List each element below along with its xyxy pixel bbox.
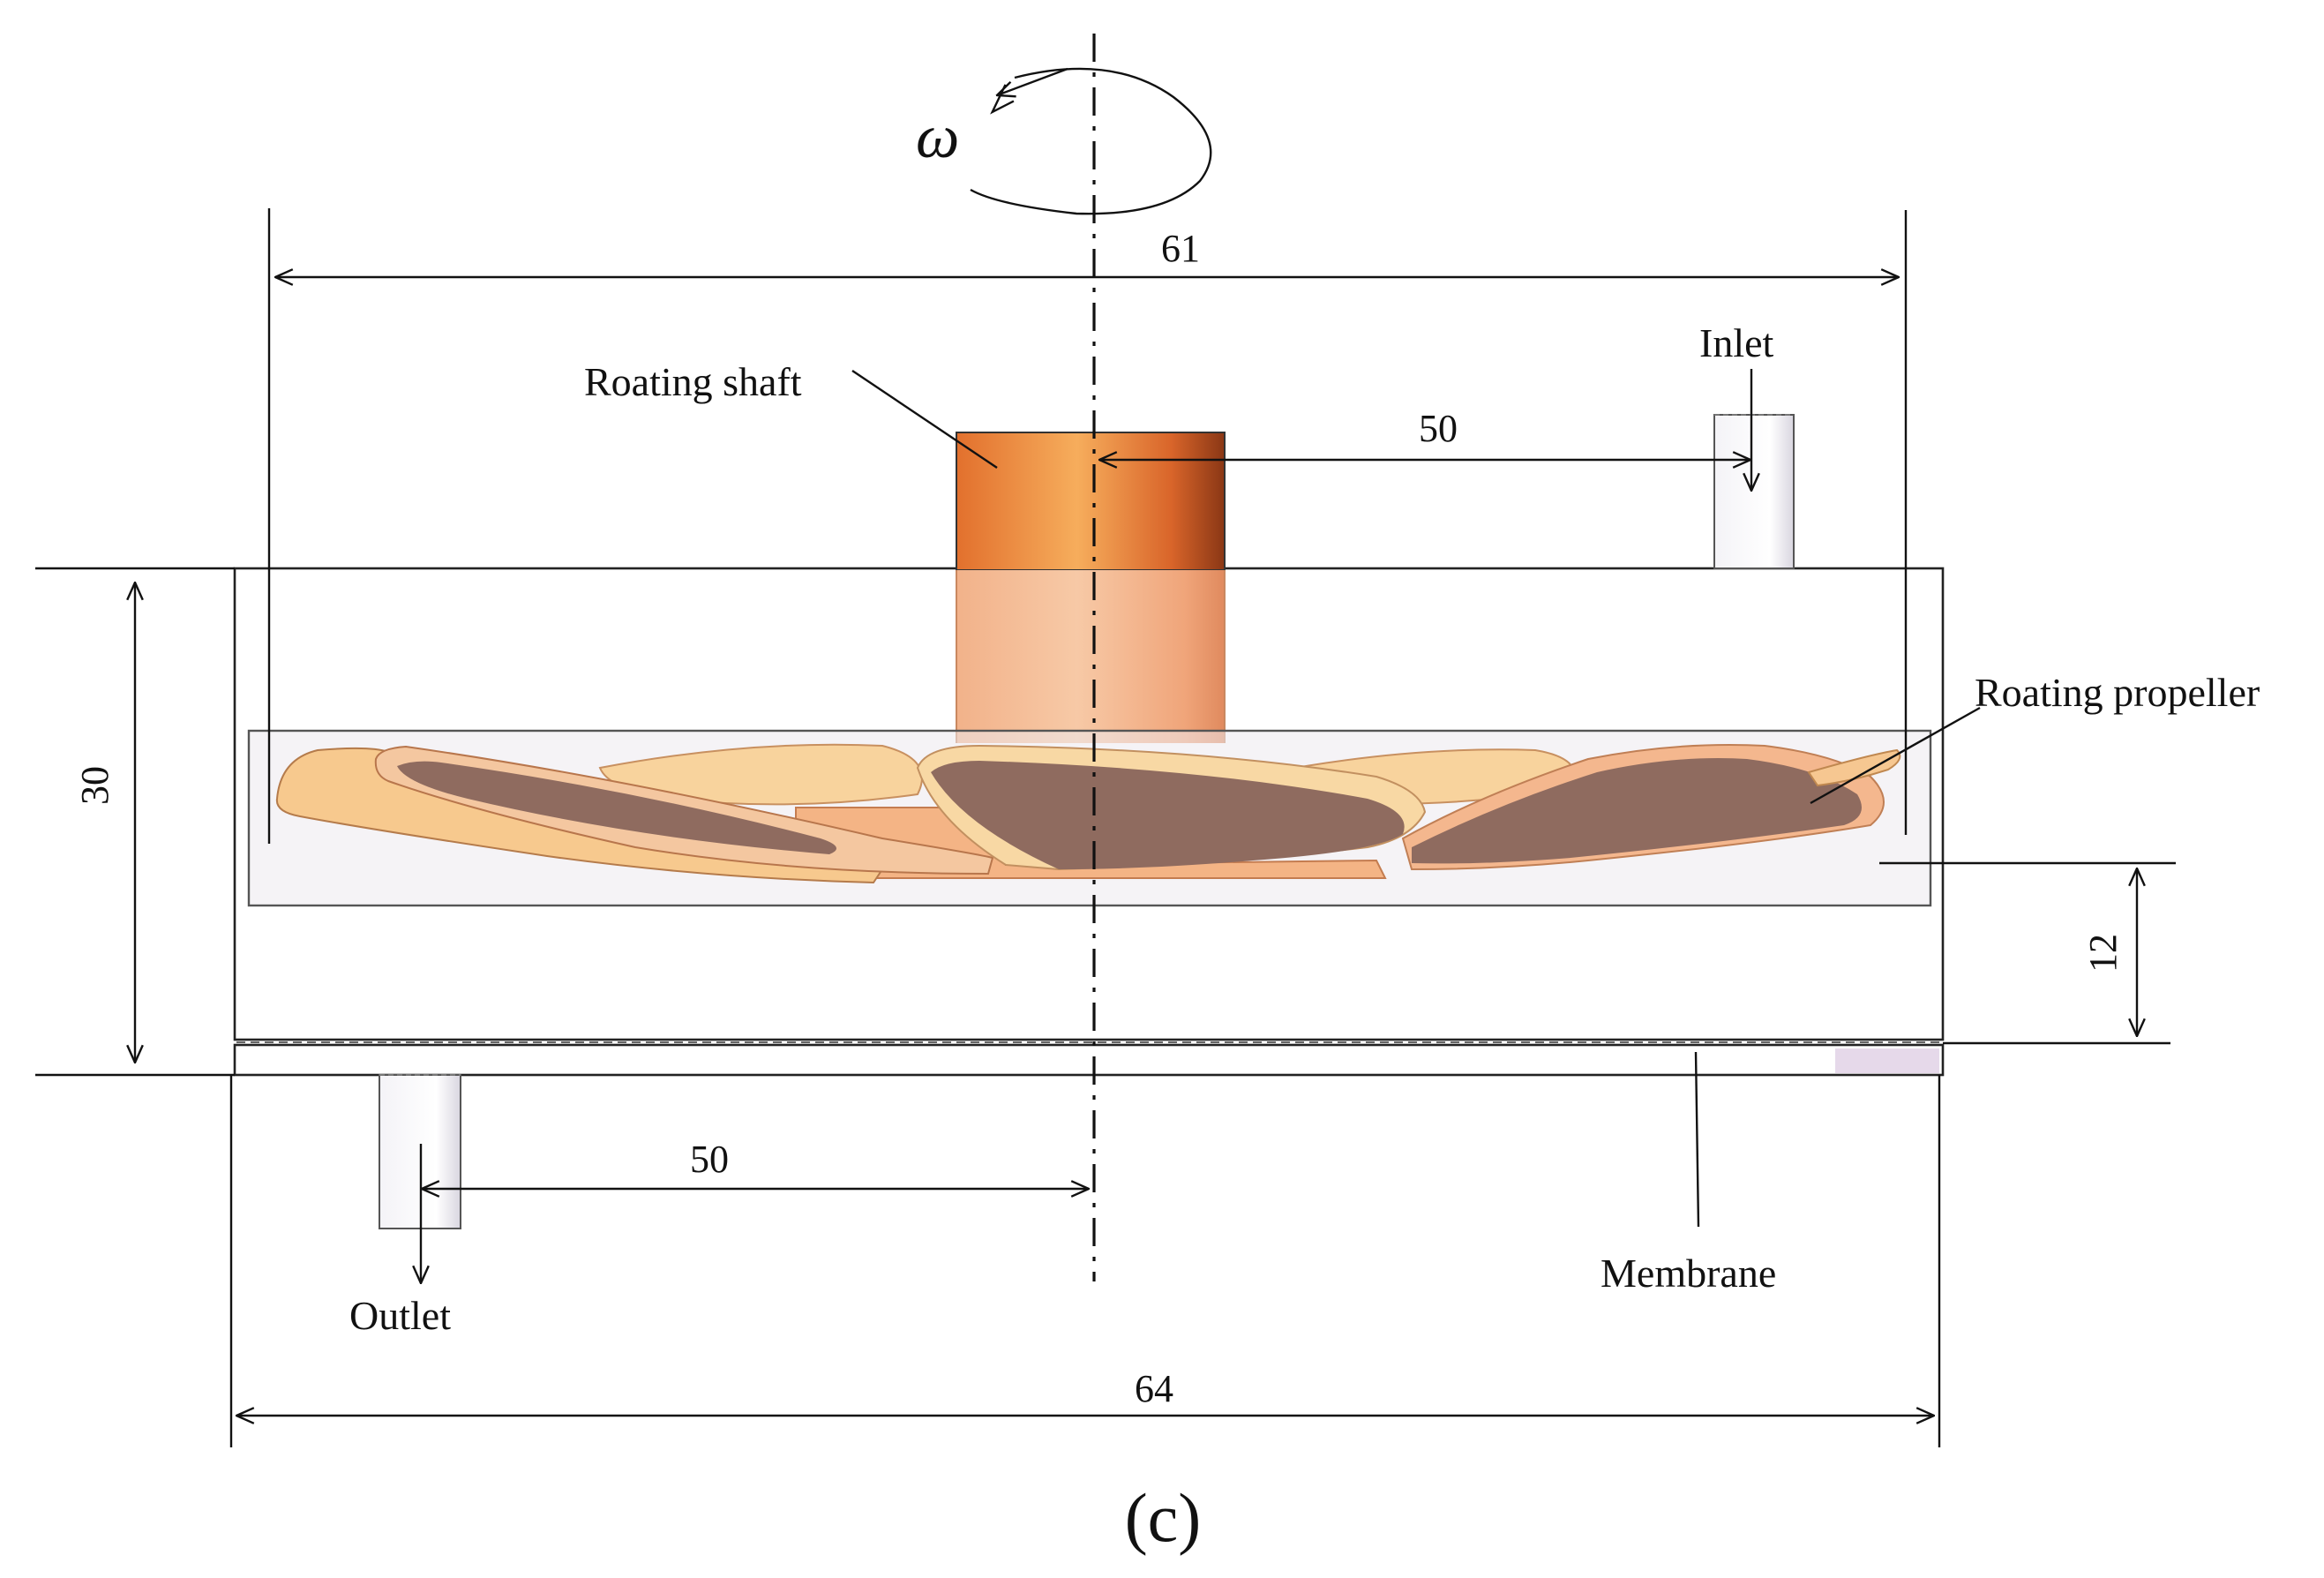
label-membrane: Membrane bbox=[1601, 1251, 1776, 1296]
membrane-shade bbox=[1835, 1048, 1939, 1073]
dim-outlet-axis: 50 bbox=[690, 1138, 729, 1181]
inlet-pipe bbox=[1713, 414, 1795, 569]
rotation-arrowhead bbox=[990, 84, 1015, 115]
label-outlet: Outlet bbox=[349, 1293, 451, 1338]
dim-outer-width: 64 bbox=[1135, 1367, 1173, 1410]
dim-inner-width: 61 bbox=[1161, 227, 1200, 270]
rotation-arrow-tail bbox=[997, 67, 1068, 95]
blade-center-face bbox=[931, 761, 1405, 869]
dim-height: 30 bbox=[73, 766, 116, 805]
membrane-layer bbox=[233, 1043, 1945, 1077]
rotating-shaft-upper bbox=[956, 432, 1226, 571]
rotating-shaft-lower bbox=[956, 570, 1225, 743]
omega-label: ω bbox=[916, 103, 959, 171]
figure-caption: (c) bbox=[1125, 1479, 1202, 1556]
label-inlet: Inlet bbox=[1699, 320, 1774, 365]
blade-left-face bbox=[397, 761, 836, 854]
leader-propeller bbox=[1810, 706, 1981, 805]
blade-tip-right bbox=[1807, 748, 1901, 787]
dim-shaft-inlet: 50 bbox=[1419, 407, 1458, 450]
propeller-blades bbox=[275, 743, 1901, 884]
label-rotating-shaft: Roating shaft bbox=[584, 359, 802, 404]
blade-right-face bbox=[1412, 758, 1862, 864]
leader-shaft bbox=[851, 370, 998, 469]
label-rotating-propeller: Roating propeller bbox=[1975, 670, 2260, 715]
dim-gap: 12 bbox=[2081, 934, 2125, 973]
rotation-arrow bbox=[970, 67, 1212, 215]
leader-membrane bbox=[1694, 1051, 1700, 1228]
